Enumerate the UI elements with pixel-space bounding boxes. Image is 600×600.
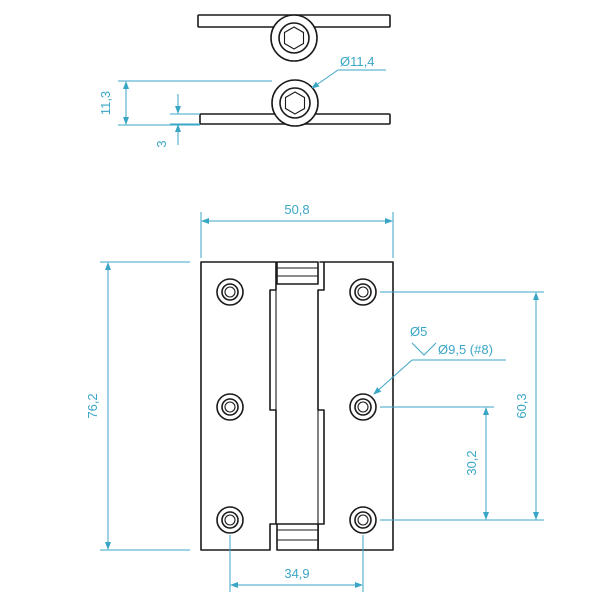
dim-hole-span-vertical: 60,3 [380, 291, 544, 521]
dim-leaf-thickness: 3 [154, 94, 200, 148]
dim-label-leaf-thickness: 3 [154, 140, 169, 147]
screw-hole [349, 278, 377, 306]
knuckle-inner [278, 22, 310, 54]
dim-label-pin-diameter: Ø11,4 [340, 54, 374, 69]
dim-overall-height: 76,2 [85, 261, 190, 551]
dim-label-hole-span-horizontal: 34,9 [284, 566, 309, 581]
screw-hole [216, 393, 244, 421]
screw-hole [216, 506, 244, 534]
hex-socket-icon [284, 91, 306, 115]
dim-overall-width: 50,8 [200, 202, 394, 258]
dim-pin-diameter: Ø11,4 [311, 54, 386, 89]
dim-closed-thickness: 11,3 [98, 80, 272, 126]
dim-label-hole-span-vertical: 60,3 [514, 393, 529, 418]
dim-label-closed-thickness: 11,3 [98, 91, 113, 115]
hex-socket-icon [283, 26, 305, 50]
knuckle-bottom [276, 523, 319, 551]
dim-label-hole-span-half: 30,2 [464, 450, 479, 475]
knuckle-inner [279, 87, 311, 119]
top-view-closed [199, 79, 391, 127]
top-view-open [197, 14, 391, 62]
screw-hole [349, 506, 377, 534]
screw-hole [349, 393, 377, 421]
dim-label-hole-diameter: Ø5 [410, 324, 427, 339]
dim-label-overall-width: 50,8 [284, 202, 309, 217]
dim-label-countersink-diameter: Ø9,5 (#8) [438, 342, 493, 357]
dim-hole-span-half: 30,2 [380, 406, 494, 520]
dim-hole-span-horizontal: 34,9 [229, 535, 364, 592]
knuckle-top [276, 261, 319, 285]
dim-label-overall-height: 76,2 [85, 393, 100, 418]
dim-hole-callout: Ø5 Ø9,5 (#8) [373, 324, 506, 395]
screw-hole [216, 278, 244, 306]
front-view [200, 261, 394, 551]
